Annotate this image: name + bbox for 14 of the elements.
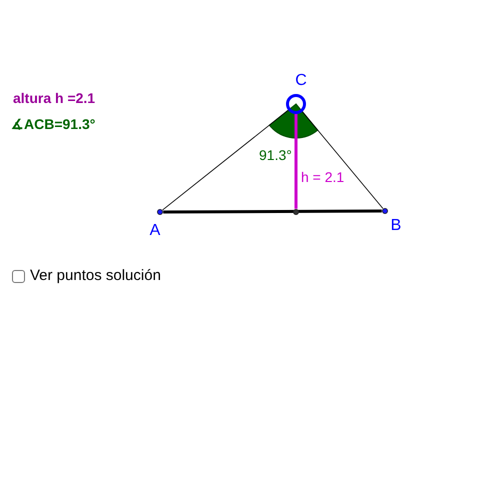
point-label: A <box>150 222 160 240</box>
measure-text: ∡ACB=91.3° <box>11 117 96 132</box>
point-marker <box>382 208 388 214</box>
side-segment <box>302 111 384 209</box>
side-segment <box>163 210 382 214</box>
altitude-segment <box>294 114 298 209</box>
angle-label: 91.3° <box>259 148 292 164</box>
point-marker <box>156 208 164 216</box>
point-marker <box>286 94 306 114</box>
point-label: B <box>390 217 402 235</box>
measure-text: altura h =2.1 <box>13 91 96 106</box>
side-segment <box>162 110 289 210</box>
option-label: Ver puntos solución <box>30 268 161 284</box>
point-label: C <box>295 72 307 90</box>
